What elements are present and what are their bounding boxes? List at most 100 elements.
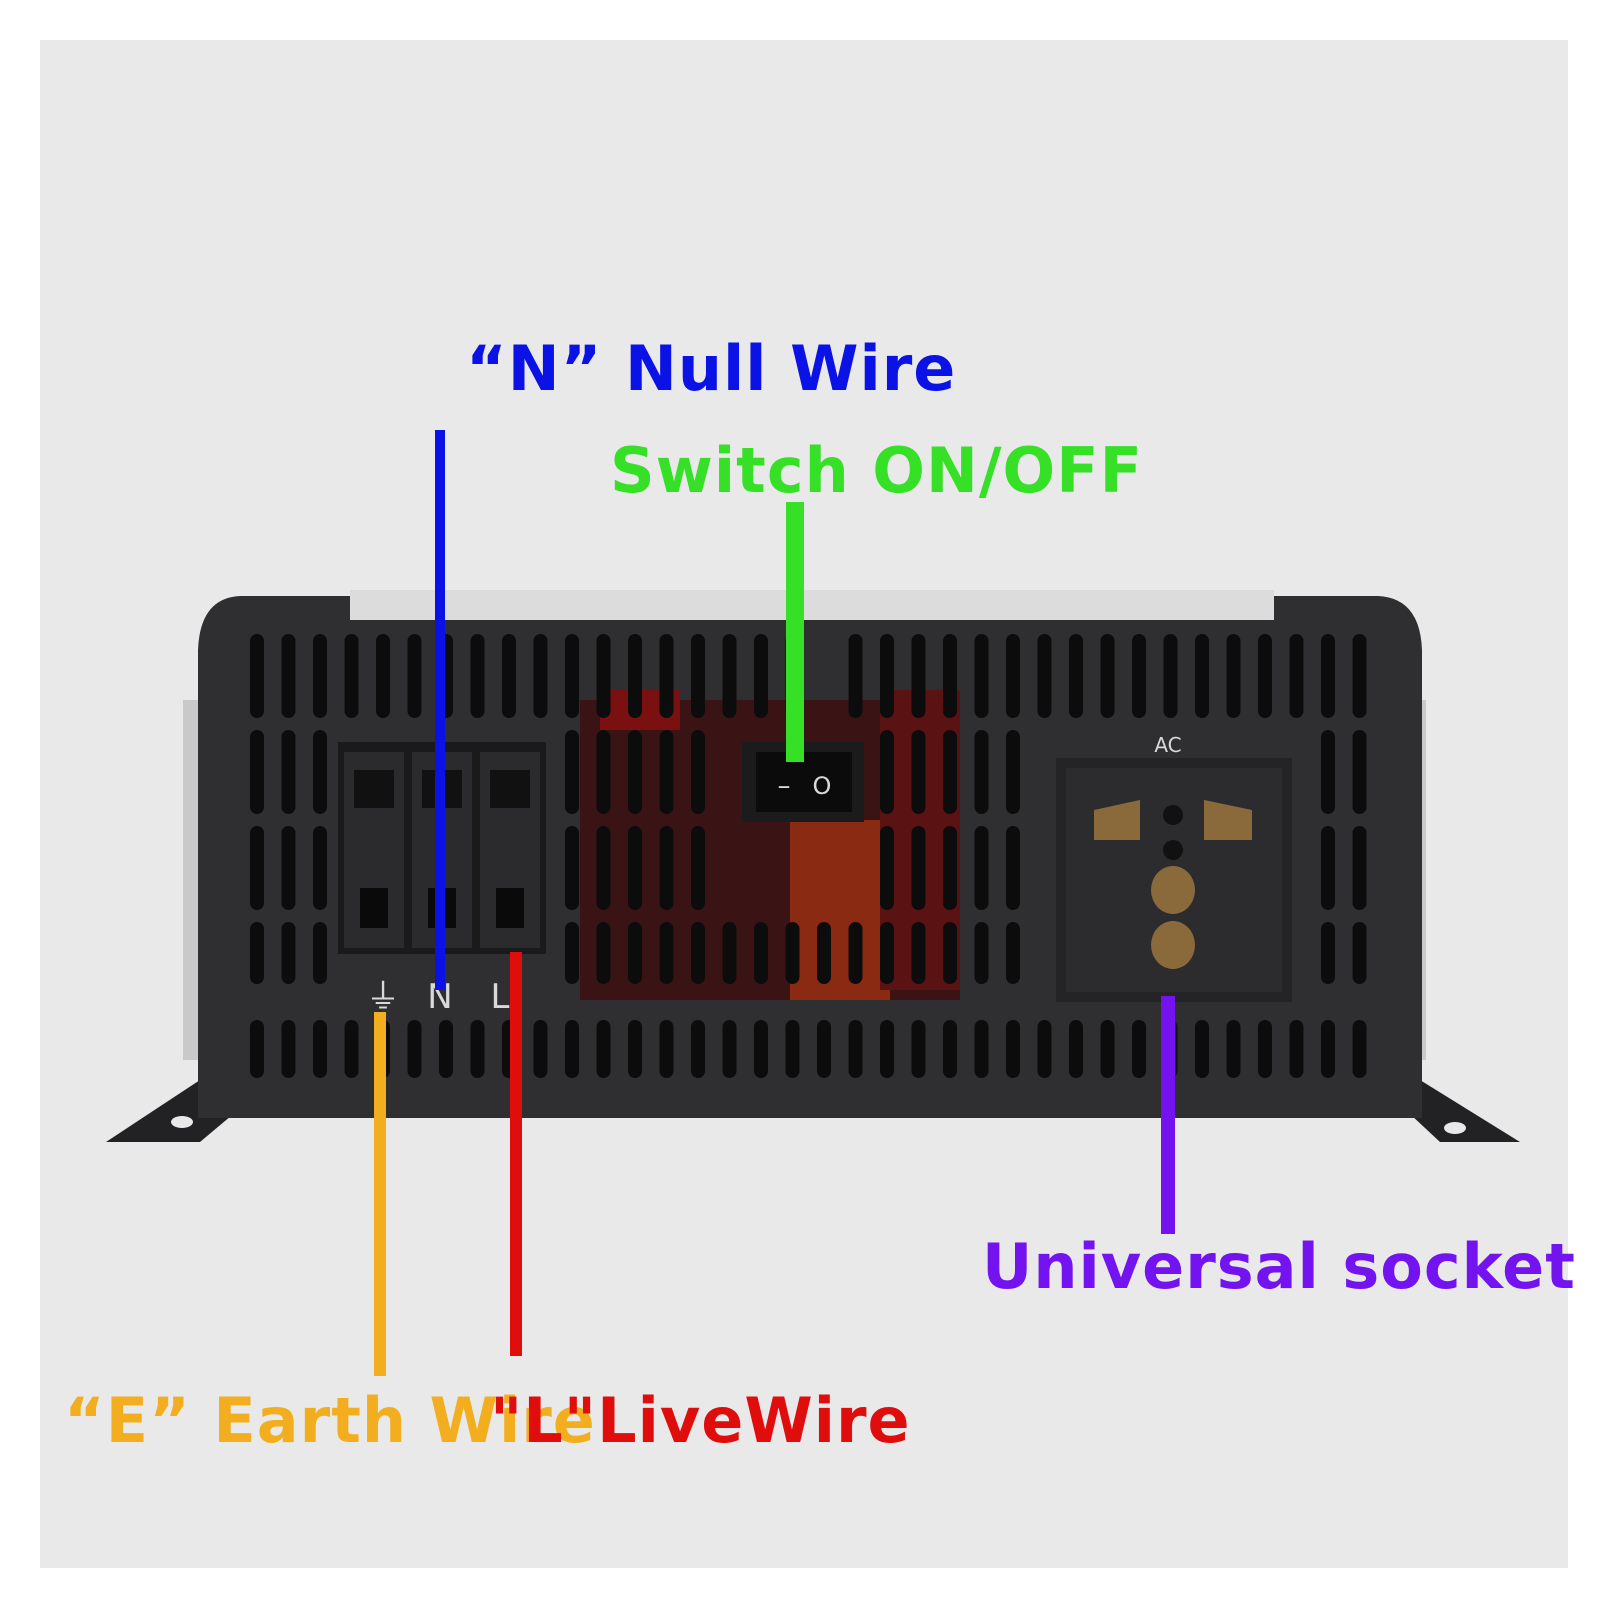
vent-slot [817,1020,831,1078]
vent-slot [754,634,768,718]
vent-slot [250,922,264,984]
vent-slot [1006,730,1020,814]
vent-slot [344,1020,359,1078]
vent-slot [565,634,579,718]
vent-slot [974,634,989,718]
vent-slot [911,730,926,814]
vent-slot [439,1020,453,1078]
vent-slot [785,1020,800,1078]
vent-slot [1258,1020,1272,1078]
vent-slot [974,730,989,814]
right-mounting-foot [1395,1080,1520,1142]
vent-slot [533,1020,548,1078]
vent-slot [1100,634,1115,718]
vent-slot [596,922,611,984]
vent-slot [628,826,642,910]
vent-slot [943,826,957,910]
vent-slot [470,1020,485,1078]
vent-slot [628,922,642,984]
vent-slot [1321,634,1335,718]
top-lip [350,590,1274,620]
vent-slot [565,922,579,984]
vent-slot [817,922,831,984]
terminal-label-l: L [491,977,510,1017]
vent-slot [848,1020,863,1078]
vent-slot [1352,634,1367,718]
vent-slot [911,634,926,718]
vent-slot [1195,634,1209,718]
ventilation-slots [250,634,1367,1078]
vent-slot [596,826,611,910]
vent-slot [250,1020,264,1078]
earth-wire-label: “E” Earth Wire [64,1384,596,1457]
vent-slot [848,922,863,984]
vent-slot [1132,634,1146,718]
vent-slot [691,634,705,718]
vent-slot [722,634,737,718]
vent-slot [250,826,264,910]
vent-slot [407,1020,422,1078]
live-wire-label: "L"LiveWire [490,1384,911,1457]
vent-slot [722,1020,737,1078]
left-foot-hole [171,1116,193,1128]
vent-slot [1321,922,1335,984]
switch-off-symbol: – [778,771,791,801]
vent-slot [281,634,296,718]
vent-slot [1006,634,1020,718]
universal-socket[interactable] [1056,758,1292,1002]
vent-slot [313,922,327,984]
vent-slot [943,634,957,718]
vent-slot [376,634,390,718]
vent-slot [1352,730,1367,814]
vent-slot [313,1020,327,1078]
vent-slot [628,634,642,718]
vent-slot [880,634,894,718]
vent-slot [628,1020,642,1078]
vent-slot [1352,922,1367,984]
socket-ac-label: AC [1154,733,1181,757]
terminal-label-earth: ⏚ [366,977,400,1017]
vent-slot [943,1020,957,1078]
vent-slot [1321,730,1335,814]
vent-slot [1037,634,1052,718]
vent-slot [1006,922,1020,984]
socket-earth-hole-bottom [1151,921,1195,969]
vent-slot [691,730,705,814]
socket-earth-hole-top [1151,866,1195,914]
vent-slot [1321,1020,1335,1078]
vent-slot [754,922,768,984]
vent-slot [911,922,926,984]
switch-label: Switch ON/OFF [610,434,1143,507]
vent-slot [848,634,863,718]
vent-slot [911,826,926,910]
vent-slot [943,730,957,814]
vent-slot [470,634,485,718]
vent-slot [565,826,579,910]
vent-slot [1069,634,1083,718]
null-wire-label: “N” Null Wire [466,332,957,405]
vent-slot [974,826,989,910]
universal-socket-label: Universal socket [982,1230,1576,1303]
vent-slot [313,826,327,910]
vent-slot [1037,1020,1052,1078]
vent-slot [659,922,674,984]
vent-slot [344,634,359,718]
socket-left-slot [1094,800,1140,840]
vent-slot [785,922,800,984]
vent-slot [659,826,674,910]
vent-slot [880,730,894,814]
socket-right-slot [1204,800,1252,840]
vent-slot [281,730,296,814]
vent-slot [943,922,957,984]
vent-slot [974,922,989,984]
vent-slot [691,1020,705,1078]
vent-slot [691,826,705,910]
vent-slot [1069,1020,1083,1078]
vent-slot [754,1020,768,1078]
vent-slot [596,1020,611,1078]
vent-slot [880,922,894,984]
vent-slot [880,826,894,910]
vent-slot [250,730,264,814]
vent-slot [1226,634,1241,718]
